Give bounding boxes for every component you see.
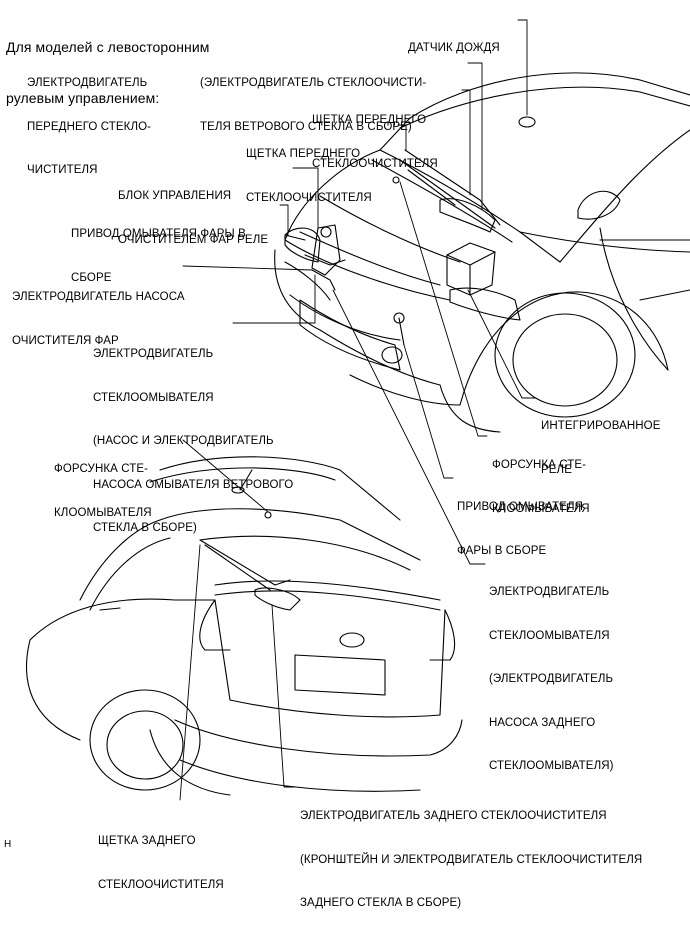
header-line: Для моделей с левосторонним [6, 39, 210, 55]
corner-code: H [4, 839, 12, 850]
label-line: СТЕКЛООМЫВАТЕЛЯ [93, 391, 214, 404]
label-line: СТЕКЛООМЫВАТЕЛЯ [489, 629, 610, 642]
label-line: ЭЛЕКТРОДВИГАТЕЛЬ [489, 586, 610, 598]
label-line: КЛООМЫВАТЕЛЯ [492, 502, 590, 515]
label-front-wiper-motor: ЭЛЕКТРОДВИГАТЕЛЬ ПЕРЕДНЕГО СТЕКЛО- ЧИСТИ… [27, 47, 151, 192]
label-rain-sensor: ДАТЧИК ДОЖДЯ [408, 12, 500, 70]
label-line: ОЧИСТИТЕЛЯ ФАР [12, 334, 119, 347]
label-line: ПЕРЕДНЕГО СТЕКЛО- [27, 120, 152, 133]
label-line: ДАТЧИК ДОЖДЯ [408, 42, 500, 54]
label-line: ЩЕТКА ПЕРЕДНЕГО [312, 114, 427, 126]
label-line: ПРИВОД ОМЫВАТЕЛЯ [457, 501, 584, 513]
label-line: ЭЛЕКТРОДВИГАТЕЛЬ [27, 77, 148, 89]
label-line: ЭЛЕКТРОДВИГАТЕЛЬ НАСОСА [12, 291, 185, 303]
label-line: ИНТЕГРИРОВАННОЕ [541, 420, 661, 432]
label-line: ФАРЫ В СБОРЕ [457, 544, 547, 557]
label-line: ОЧИСТИТЕЛЕМ ФАР РЕЛЕ [118, 233, 269, 246]
wiper-washer-location-diagram [26, 19, 690, 801]
label-washer-motor-rear: ЭЛЕКТРОДВИГАТЕЛЬ СТЕКЛООМЫВАТЕЛЯ (ЭЛЕКТР… [489, 556, 614, 788]
leader-lines [179, 19, 536, 801]
label-line: СТЕКЛООМЫВАТЕЛЯ) [489, 760, 614, 772]
label-wiper-link-assy: (ЭЛЕКТРОДВИГАТЕЛЬ СТЕКЛООЧИСТИ- ТЕЛЯ ВЕТ… [200, 47, 426, 149]
label-headlamp-washer-actuator-left: ПРИВОД ОМЫВАТЕЛЯ ФАРЫ В СБОРЕ [71, 198, 246, 300]
label-line: ФОРСУНКА СТЕ- [54, 463, 149, 475]
label-integration-relay: ИНТЕГРИРОВАННОЕ РЕЛЕ [541, 390, 660, 492]
label-line: БЛОК УПРАВЛЕНИЯ [118, 190, 232, 202]
label-washer-nozzle-rear: ФОРСУНКА СТЕ- КЛООМЫВАТЕЛЯ [54, 433, 152, 535]
label-rear-wiper-blade: ЩЕТКА ЗАДНЕГО СТЕКЛООЧИСТИТЕЛЯ [98, 805, 224, 907]
label-rear-wiper-motor: ЭЛЕКТРОДВИГАТЕЛЬ ЗАДНЕГО СТЕКЛООЧИСТИТЕЛ… [300, 780, 642, 925]
label-line: ЗАДНЕГО СТЕКЛА В СБОРЕ) [300, 897, 462, 909]
label-line: ЭЛЕКТРОДВИГАТЕЛЬ ЗАДНЕГО СТЕКЛООЧИСТИТЕЛ… [300, 810, 607, 822]
label-line: НАСОСА ОМЫВАТЕЛЯ ВЕТРОВОГО [93, 478, 294, 491]
rear-car-illustration [26, 456, 463, 796]
label-line: РЕЛЕ [541, 463, 572, 476]
label-line: СТЕКЛА В СБОРЕ) [93, 522, 197, 534]
label-line: ТЕЛЯ ВЕТРОВОГО СТЕКЛА В СБОРЕ) [200, 120, 412, 133]
label-line: ЩЕТКА ЗАДНЕГО [98, 835, 196, 847]
label-line: ЩЕТКА ПЕРЕДНЕГО [246, 148, 361, 160]
label-line: КЛООМЫВАТЕЛЯ [54, 506, 152, 519]
label-headlamp-cleaner-pump-motor: ЭЛЕКТРОДВИГАТЕЛЬ НАСОСА ОЧИСТИТЕЛЯ ФАР [12, 261, 185, 363]
label-line: НАСОСА ЗАДНЕГО [489, 716, 596, 729]
label-line: СТЕКЛООЧИСТИТЕЛЯ [246, 191, 372, 204]
label-line: СТЕКЛООЧИСТИТЕЛЯ [98, 878, 224, 891]
label-washer-nozzle-front: ФОРСУНКА СТЕ- КЛООМЫВАТЕЛЯ [492, 429, 590, 531]
label-line: ПРИВОД ОМЫВАТЕЛЯ ФАРЫ В [71, 228, 246, 240]
label-line: (ЭЛЕКТРОДВИГАТЕЛЬ [489, 673, 614, 685]
label-line: ЭЛЕКТРОДВИГАТЕЛЬ [93, 348, 214, 360]
label-line: ЧИСТИТЕЛЯ [27, 164, 98, 176]
header-line: рулевым управлением: [6, 90, 160, 106]
label-line: СБОРЕ [71, 271, 112, 284]
label-front-wiper-blade-2: ЩЕТКА ПЕРЕДНЕГО СТЕКЛООЧИСТИТЕЛЯ [246, 118, 372, 220]
label-line: ФОРСУНКА СТЕ- [492, 459, 587, 471]
label-headlamp-washer-actuator-right: ПРИВОД ОМЫВАТЕЛЯ ФАРЫ В СБОРЕ [457, 471, 583, 573]
label-front-wiper-blade-1: ЩЕТКА ПЕРЕДНЕГО СТЕКЛООЧИСТИТЕЛЯ [312, 84, 438, 186]
label-line: (НАСОС И ЭЛЕКТРОДВИГАТЕЛЬ [93, 435, 274, 447]
label-headlamp-cleaner-relay: БЛОК УПРАВЛЕНИЯ ОЧИСТИТЕЛЕМ ФАР РЕЛЕ [118, 160, 268, 262]
label-line: (ЭЛЕКТРОДВИГАТЕЛЬ СТЕКЛООЧИСТИ- [200, 77, 427, 89]
header-text: Для моделей с левосторонним рулевым упра… [6, 5, 210, 124]
label-washer-motor-front: ЭЛЕКТРОДВИГАТЕЛЬ СТЕКЛООМЫВАТЕЛЯ (НАСОС … [93, 318, 293, 550]
front-car-illustration [274, 72, 690, 433]
label-line: СТЕКЛООЧИСТИТЕЛЯ [312, 157, 438, 170]
